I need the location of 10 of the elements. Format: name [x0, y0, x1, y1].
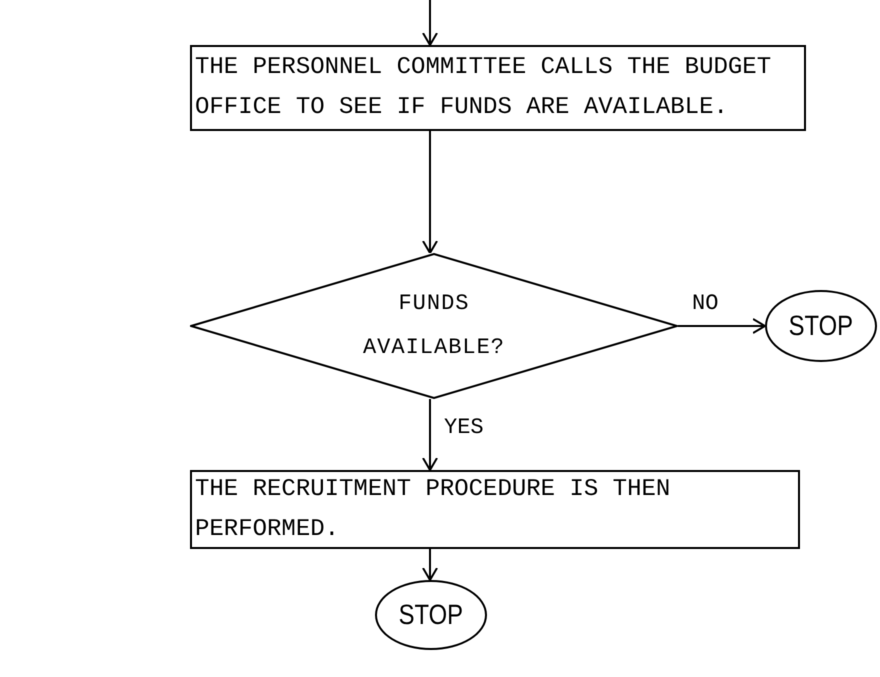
arrow [422, 131, 438, 254]
decision-text: FUNDS AVAILABLE? [362, 290, 506, 362]
arrow [422, 0, 438, 46]
arrow [678, 318, 766, 334]
arrow [422, 549, 438, 581]
process-box: THE PERSONNEL COMMITTEE CALLS THE BUDGET OFFICE TO SEE IF FUNDS ARE AVAILABLE. [190, 45, 806, 131]
process-box: THE RECRUITMENT PROCEDURE IS THEN PERFORMED. [190, 470, 800, 549]
terminal-oval: STOP [765, 290, 877, 362]
terminal-oval: STOP [375, 580, 487, 650]
arrow [422, 399, 438, 471]
